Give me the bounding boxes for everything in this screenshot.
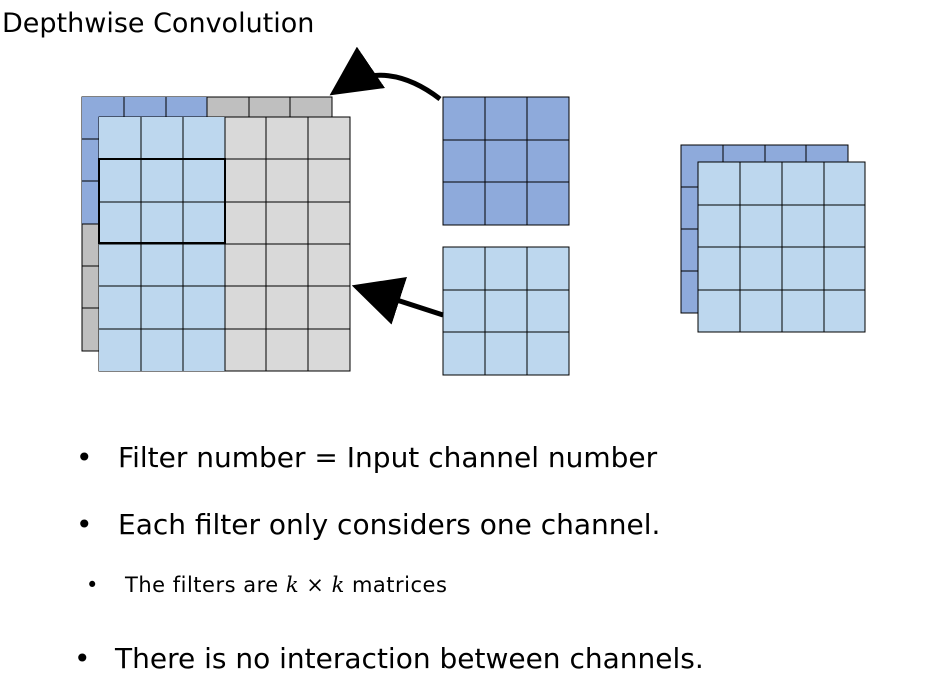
math-times: × xyxy=(306,573,325,597)
math-var-k: k xyxy=(285,573,300,597)
bullet-text: Each filter only considers one channel. xyxy=(118,508,661,541)
page-title: Depthwise Convolution xyxy=(2,8,315,39)
filter-light xyxy=(442,246,570,376)
bullet-dot: • xyxy=(76,508,93,541)
bullet-text: Filter number = Input channel number xyxy=(118,441,658,474)
bullet-dot: • xyxy=(76,441,93,474)
filter-dark xyxy=(442,96,570,226)
input-channel-front xyxy=(98,116,351,372)
bullet-text-prefix: The filters are xyxy=(125,573,286,597)
output-channel-front xyxy=(697,161,866,333)
arrow-filter-light-to-input xyxy=(351,277,444,325)
bullet-dot: • xyxy=(86,573,99,597)
arrow-filter-dark-to-input xyxy=(329,46,442,101)
bullet-text: There is no interaction between channels… xyxy=(115,642,704,675)
bullet-dot: • xyxy=(74,642,91,675)
bullet-text-suffix: matrices xyxy=(344,573,448,597)
math-var-k: k xyxy=(331,573,345,597)
